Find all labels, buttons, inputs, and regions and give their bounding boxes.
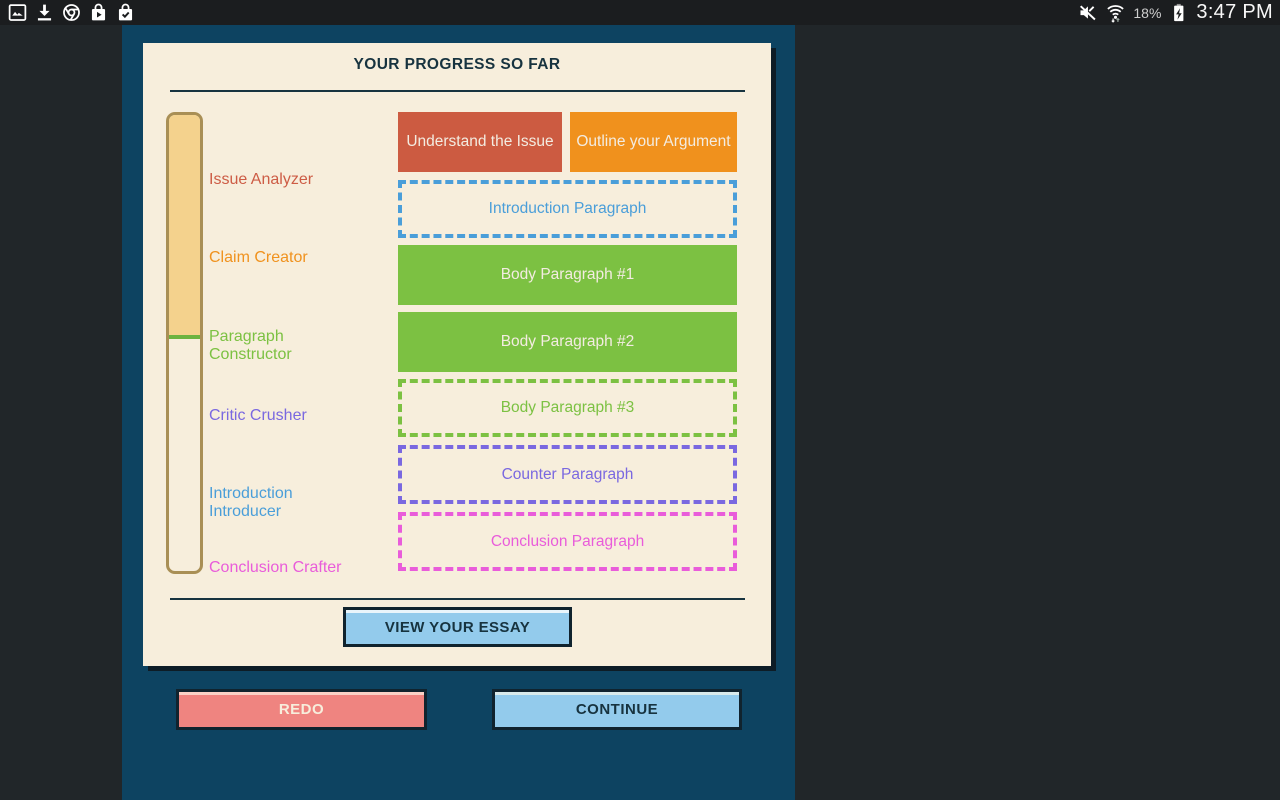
block-label: Body Paragraph #2 bbox=[500, 333, 635, 350]
block-label: Body Paragraph #1 bbox=[500, 266, 635, 283]
stage-label-issue-analyzer: Issue Analyzer bbox=[209, 171, 314, 188]
page-title: YOUR PROGRESS SO FAR bbox=[353, 56, 561, 73]
block-label: Counter Paragraph bbox=[501, 465, 634, 483]
stage-label-critic-crusher: Critic Crusher bbox=[209, 407, 307, 424]
android-status-bar[interactable]: 18% 3:47 PM bbox=[0, 0, 1280, 25]
redo-button[interactable]: REDO bbox=[176, 689, 427, 730]
block-understand-the-issue: Understand the Issue bbox=[398, 112, 562, 172]
block-label: Outline your Argument bbox=[576, 133, 731, 150]
stage-label-conclusion-crafter: Conclusion Crafter bbox=[209, 559, 342, 576]
divider-top bbox=[170, 90, 745, 92]
block-label: Body Paragraph #3 bbox=[500, 399, 635, 416]
download-icon bbox=[37, 4, 52, 21]
continue-button[interactable]: CONTINUE bbox=[492, 689, 742, 730]
block-outline-your-argument: Outline your Argument bbox=[570, 112, 737, 172]
progress-gauge-fill bbox=[169, 115, 200, 335]
gallery-icon bbox=[8, 4, 27, 21]
mute-icon bbox=[1080, 5, 1096, 21]
notification-icons bbox=[7, 2, 136, 23]
block-conclusion-paragraph: Conclusion Paragraph bbox=[398, 512, 737, 571]
battery-charging-icon bbox=[1174, 3, 1184, 22]
progress-gauge-marker bbox=[169, 335, 200, 339]
block-body-paragraph-1: Body Paragraph #1 bbox=[398, 245, 737, 305]
play-store-icon bbox=[91, 3, 106, 21]
tasks-bag-icon bbox=[118, 3, 133, 21]
block-label: Conclusion Paragraph bbox=[490, 532, 645, 550]
block-introduction-paragraph: Introduction Paragraph bbox=[398, 180, 737, 238]
progress-card: YOUR PROGRESS SO FAR Issue Analyzer Clai… bbox=[143, 43, 771, 666]
stage-label-introduction-introducer: Introduction Introducer bbox=[209, 485, 293, 520]
chrome-icon bbox=[63, 4, 80, 21]
block-label: Understand the Issue bbox=[406, 133, 554, 150]
clock: 3:47 PM bbox=[1196, 1, 1273, 23]
system-status-icons: 18% 3:47 PM bbox=[1077, 1, 1273, 24]
wifi-icon bbox=[1107, 5, 1125, 23]
view-your-essay-button[interactable]: VIEW YOUR ESSAY bbox=[343, 607, 572, 647]
progress-gauge bbox=[166, 112, 203, 574]
block-body-paragraph-3: Body Paragraph #3 bbox=[398, 379, 737, 437]
stage-label-claim-creator: Claim Creator bbox=[209, 249, 308, 266]
block-label: Introduction Paragraph bbox=[488, 200, 647, 217]
divider-bottom bbox=[170, 598, 745, 600]
battery-percent: 18% bbox=[1133, 4, 1162, 21]
block-counter-paragraph: Counter Paragraph bbox=[398, 445, 737, 504]
stage-label-paragraph-constructor: Paragraph Constructor bbox=[209, 328, 292, 363]
block-body-paragraph-2: Body Paragraph #2 bbox=[398, 312, 737, 372]
